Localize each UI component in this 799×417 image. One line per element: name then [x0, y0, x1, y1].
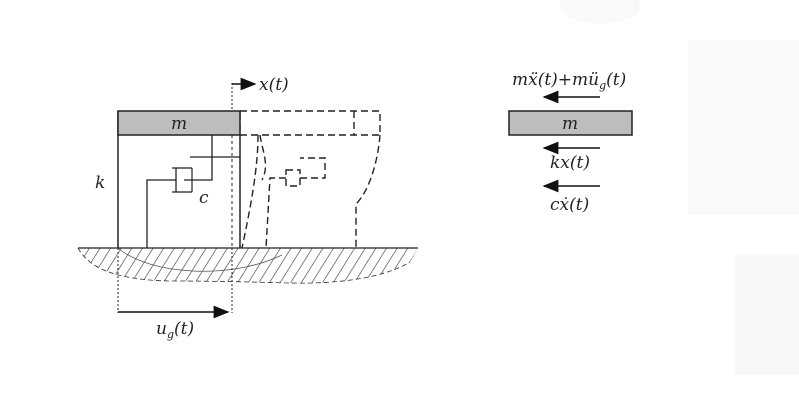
background-faint-artifacts [560, 0, 799, 375]
ground [77, 247, 418, 284]
mass-block [117, 110, 241, 136]
damper [146, 135, 240, 248]
damper-label: c [199, 188, 209, 208]
displacement-label: x(t) [259, 75, 289, 95]
displaced-frame [239, 110, 381, 249]
mass-label: m [171, 114, 187, 134]
spring-label: k [95, 173, 105, 193]
sdof-model: m k c x(t) ug(t) [77, 75, 418, 341]
spring-force-label: kx(t) [550, 153, 590, 173]
fbd-mass-label: m [562, 114, 578, 134]
free-body-diagram: mẍ(t)+müg(t) m kx(t) cẋ(t) [508, 70, 633, 215]
damping-force-label: cẋ(t) [550, 195, 589, 215]
inertia-force-label: mẍ(t)+müg(t) [512, 70, 626, 92]
ground-displacement-label: ug(t) [156, 319, 194, 341]
fbd-mass-block [508, 110, 633, 136]
